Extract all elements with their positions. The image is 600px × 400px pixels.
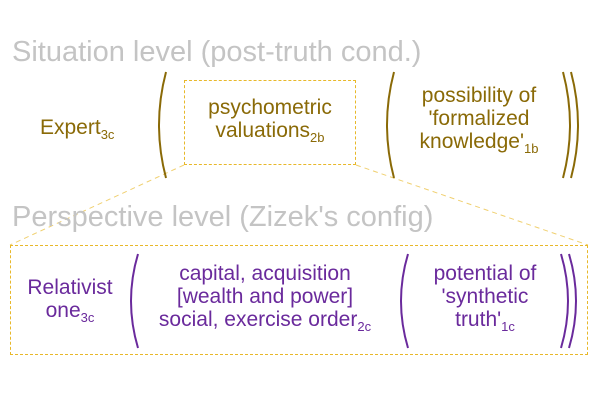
situation-inner-left-paren: [386, 71, 395, 179]
perspective-inner-left-paren: [400, 253, 409, 349]
situation-expert-label: Expert3c: [40, 116, 115, 142]
situation-right-parens: [562, 71, 579, 179]
perspective-capital-text: capital, acquisition [wealth and power] …: [158, 262, 372, 334]
perspective-left-paren: [130, 253, 139, 349]
situation-focus-box: [184, 80, 356, 165]
perspective-right-parens: [560, 253, 577, 349]
perspective-level-title: Perspective level (Zizek's config): [12, 201, 434, 233]
situation-left-paren: [158, 71, 167, 179]
situation-level-title: Situation level (post-truth cond.): [12, 36, 422, 68]
perspective-focus-box: [10, 245, 588, 355]
perspective-relativist-text: Relativist one3c: [27, 276, 113, 325]
perspective-potential-text: potential of 'synthetic truth'1c: [433, 262, 537, 334]
situation-possibility-text: possibility of 'formalized knowledge'1b: [419, 84, 539, 156]
situation-valuations-text: psychometric valuations2b: [208, 96, 332, 145]
